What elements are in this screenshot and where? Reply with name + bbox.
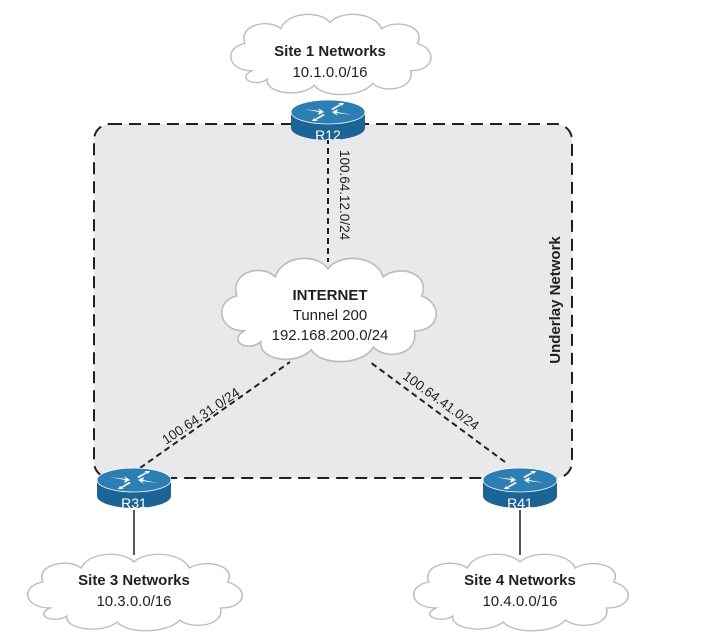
internet-title: INTERNET — [293, 287, 368, 304]
link-r41-internet — [369, 361, 506, 463]
router-r12-label: R12 — [315, 127, 341, 143]
internet-tunnel: Tunnel 200 — [293, 307, 368, 324]
site3-name: Site 3 Networks — [78, 572, 190, 589]
internet-subnet: 192.168.200.0/24 — [272, 327, 389, 344]
site1-subnet: 10.1.0.0/16 — [292, 64, 367, 81]
site4-subnet: 10.4.0.0/16 — [482, 593, 557, 610]
site3-subnet: 10.3.0.0/16 — [96, 593, 171, 610]
site4-name: Site 4 Networks — [464, 572, 576, 589]
link-label-r12: 100.64.12.0/24 — [337, 150, 352, 241]
router-r31-label: R31 — [121, 495, 147, 511]
site1-name: Site 1 Networks — [274, 43, 386, 60]
link-r31-internet — [139, 361, 291, 469]
underlay-network-label: Underlay Network — [547, 236, 564, 364]
router-r41-label: R41 — [507, 495, 533, 511]
